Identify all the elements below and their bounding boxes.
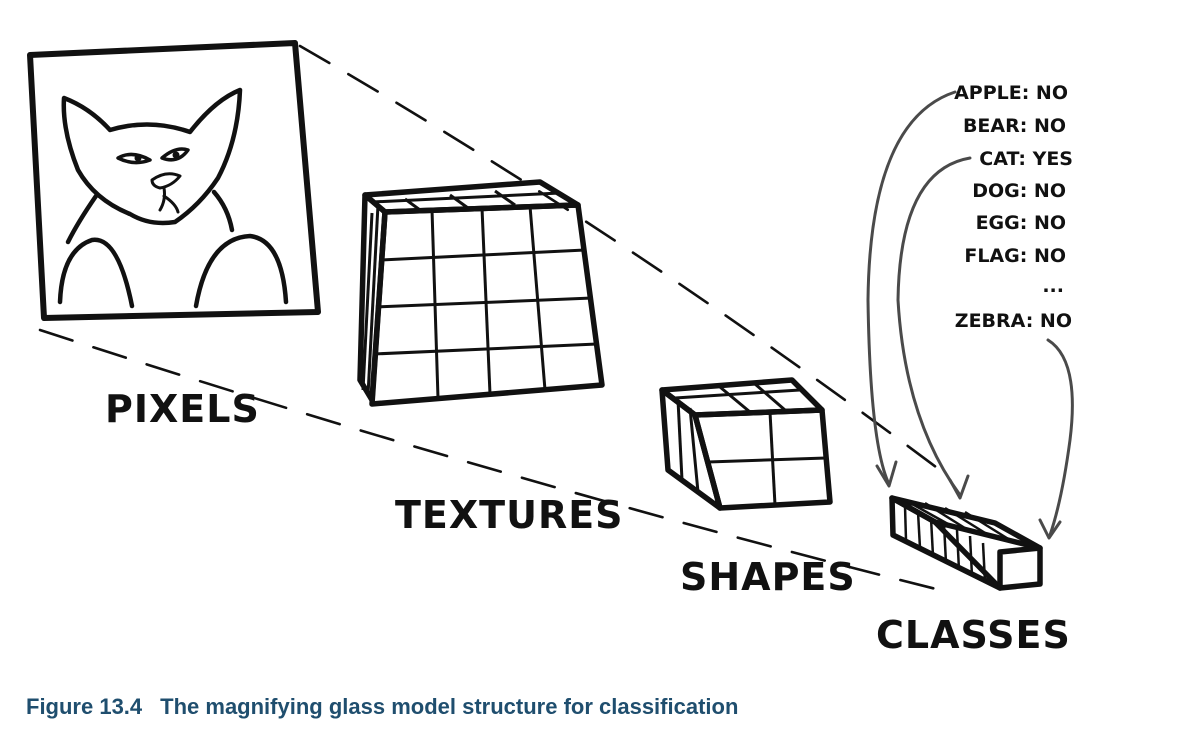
caption-text: The magnifying glass model structure for… xyxy=(160,694,739,719)
cat-picture-frame xyxy=(27,40,321,321)
class-bar xyxy=(889,495,1043,591)
arrow-apple-head xyxy=(875,460,898,488)
arrow-zebra-head xyxy=(1038,518,1062,540)
cat-drawing xyxy=(57,87,289,309)
class-item-flag: FLAG: NO xyxy=(964,245,1066,267)
class-arrows xyxy=(866,90,1074,540)
label-pixels: PIXELS xyxy=(105,387,260,431)
class-item-cat: CAT: YES xyxy=(979,148,1073,170)
arrow-cat xyxy=(896,156,972,497)
class-list: APPLE: NO BEAR: NO CAT: YES DOG: NO EGG:… xyxy=(954,82,1073,332)
class-item-zebra: ZEBRA: NO xyxy=(955,310,1072,332)
shape-cube xyxy=(659,377,833,511)
class-item-bear: BEAR: NO xyxy=(963,115,1066,137)
magnifying-glass-diagram: PIXELS TEXTURES SHAPES CLASSES APPLE: NO… xyxy=(27,40,1074,657)
arrow-apple xyxy=(866,90,957,484)
caption-number: Figure 13.4 xyxy=(26,694,143,719)
class-item-dog: DOG: NO xyxy=(972,180,1066,202)
label-shapes: SHAPES xyxy=(680,555,856,599)
class-item-ellipsis: ... xyxy=(1042,275,1064,297)
perspective-lines xyxy=(38,44,942,592)
label-textures: TEXTURES xyxy=(395,493,624,537)
label-classes: CLASSES xyxy=(876,613,1071,657)
arrow-cat-head xyxy=(948,474,970,500)
arrow-zebra xyxy=(1046,338,1074,537)
figure-caption: Figure 13.4 The magnifying glass model st… xyxy=(26,694,738,720)
class-item-apple: APPLE: NO xyxy=(954,82,1068,104)
class-item-egg: EGG: NO xyxy=(976,212,1066,234)
texture-cube xyxy=(357,179,605,407)
